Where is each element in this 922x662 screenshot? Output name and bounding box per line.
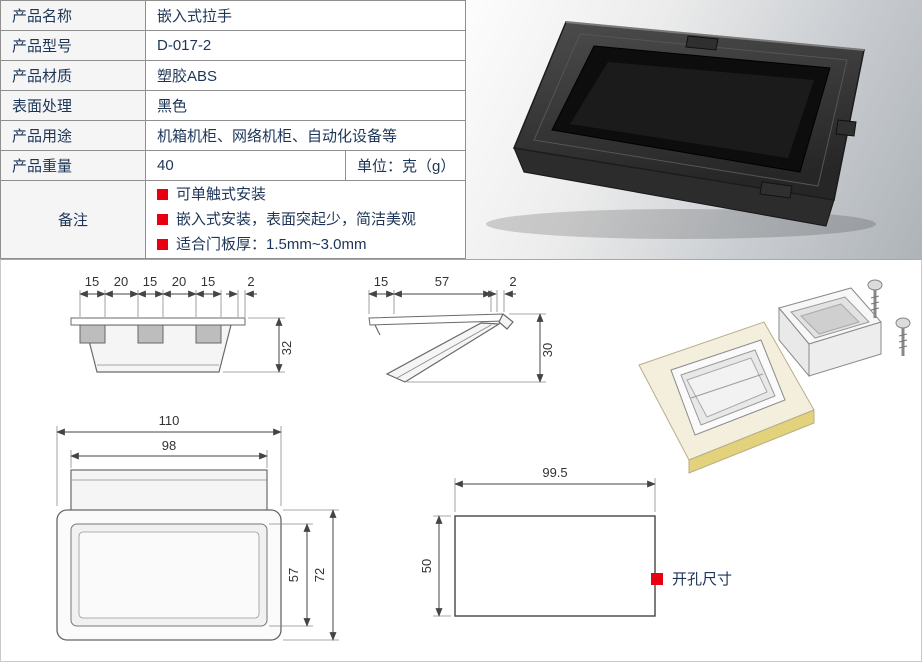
top-view-dimensions: 15 20 15 20 15 2 32 (79, 274, 294, 373)
dim-label: 50 (421, 559, 434, 573)
spec-value: 塑胶ABS (144, 60, 467, 91)
spec-label: 产品用途 (0, 120, 146, 151)
top-view-shape (70, 317, 246, 373)
spec-row: 产品用途 机箱机柜、网络机柜、自动化设备等 (0, 120, 467, 151)
latch-clip (835, 119, 857, 137)
latch-clip (759, 181, 793, 199)
spec-table: 产品名称 嵌入式拉手 产品型号 D-017-2 产品材质 塑胶ABS 表面处理 … (0, 0, 467, 259)
remark-item: 适合门板厚：1.5mm~3.0mm (157, 232, 454, 257)
product-photo (466, 0, 922, 259)
spec-label: 表面处理 (0, 90, 146, 121)
spec-label: 产品重量 (0, 150, 146, 181)
front-handle-flange (670, 339, 786, 436)
spec-row: 表面处理 黑色 (0, 90, 467, 121)
screw (867, 279, 883, 318)
red-square-icon (157, 189, 168, 200)
dim-label: 72 (312, 568, 327, 582)
spec-label: 产品型号 (0, 30, 146, 61)
drawing-top-view: 15 20 15 20 15 2 32 (70, 274, 294, 373)
remark-item: 可单触式安装 (157, 182, 454, 207)
drawing-front-view: 110 98 57 72 (56, 413, 339, 641)
red-square-icon (157, 214, 168, 225)
dim-label: 15 (85, 274, 99, 289)
exploded-view-illustration (638, 279, 911, 474)
top-section: 产品名称 嵌入式拉手 产品型号 D-017-2 产品材质 塑胶ABS 表面处理 … (0, 0, 922, 259)
spec-row-remark: 备注 可单触式安装 嵌入式安装，表面突起少，简洁美观 适合门板厚：1.5mm~3… (0, 180, 467, 259)
dim-label: 20 (114, 274, 128, 289)
spec-row: 产品材质 塑胶ABS (0, 60, 467, 91)
dim-label: 110 (159, 413, 180, 428)
flange-bevel (533, 33, 848, 187)
screw (895, 317, 911, 356)
remark-text: 可单触式安装 (176, 186, 267, 203)
spec-label: 备注 (0, 180, 146, 259)
spec-row-weight: 产品重量 40 单位：克（g） (0, 150, 467, 181)
remark-text: 适合门板厚：1.5mm~3.0mm (176, 236, 367, 253)
dim-label: 57 (286, 568, 301, 582)
dim-label: 32 (279, 341, 294, 355)
spec-value: 黑色 (144, 90, 467, 121)
spec-row: 产品型号 D-017-2 (0, 30, 467, 61)
cutout-size-note: 开孔尺寸 (651, 568, 732, 589)
remark-text: 嵌入式安装，表面突起少，简洁美观 (176, 211, 417, 228)
dim-label: 98 (162, 438, 176, 453)
dim-label: 2 (247, 274, 254, 289)
red-square-icon (651, 572, 663, 585)
cutout-dimensions: 99.5 50 (421, 465, 656, 617)
back-handle-body (778, 287, 882, 378)
recess-floor (570, 62, 815, 158)
cutout-rect (454, 515, 656, 617)
red-square-icon (157, 239, 168, 250)
dim-label: 20 (172, 274, 186, 289)
side-view-dimensions: 15 57 2 30 (368, 274, 555, 383)
spec-value: 机箱机柜、网络机柜、自动化设备等 (144, 120, 467, 151)
spec-row: 产品名称 嵌入式拉手 (0, 0, 467, 31)
spec-label: 产品材质 (0, 60, 146, 91)
dim-label: 2 (509, 274, 516, 289)
dim-label: 99.5 (542, 465, 567, 480)
spec-value: 嵌入式拉手 (144, 0, 467, 31)
spec-value: 40 (145, 150, 346, 181)
flange-highlight (565, 21, 865, 51)
handle-photo-render (486, 21, 877, 239)
spec-value: D-017-2 (144, 30, 467, 61)
spec-label: 产品名称 (0, 0, 146, 31)
front-view-dimensions: 110 98 57 72 (56, 413, 339, 641)
dim-label: 15 (201, 274, 215, 289)
remark-item: 嵌入式安装，表面突起少，简洁美观 (157, 207, 454, 232)
drawing-side-view: 15 57 2 30 (368, 274, 555, 383)
spec-unit: 单位：克（g） (344, 150, 467, 181)
side-view-shape (368, 313, 514, 383)
dim-label: 15 (374, 274, 388, 289)
dim-label: 57 (435, 274, 449, 289)
dim-label: 15 (143, 274, 157, 289)
latch-clip (685, 35, 719, 51)
remark-list: 可单触式安装 嵌入式安装，表面突起少，简洁美观 适合门板厚：1.5mm~3.0m… (144, 180, 467, 259)
dim-label: 30 (540, 343, 555, 357)
front-view-shape (56, 469, 282, 641)
cutout-note-text: 开孔尺寸 (672, 571, 733, 588)
drawing-cutout: 99.5 50 (421, 465, 656, 617)
drawings-panel: 15 20 15 20 15 2 32 (0, 259, 922, 662)
